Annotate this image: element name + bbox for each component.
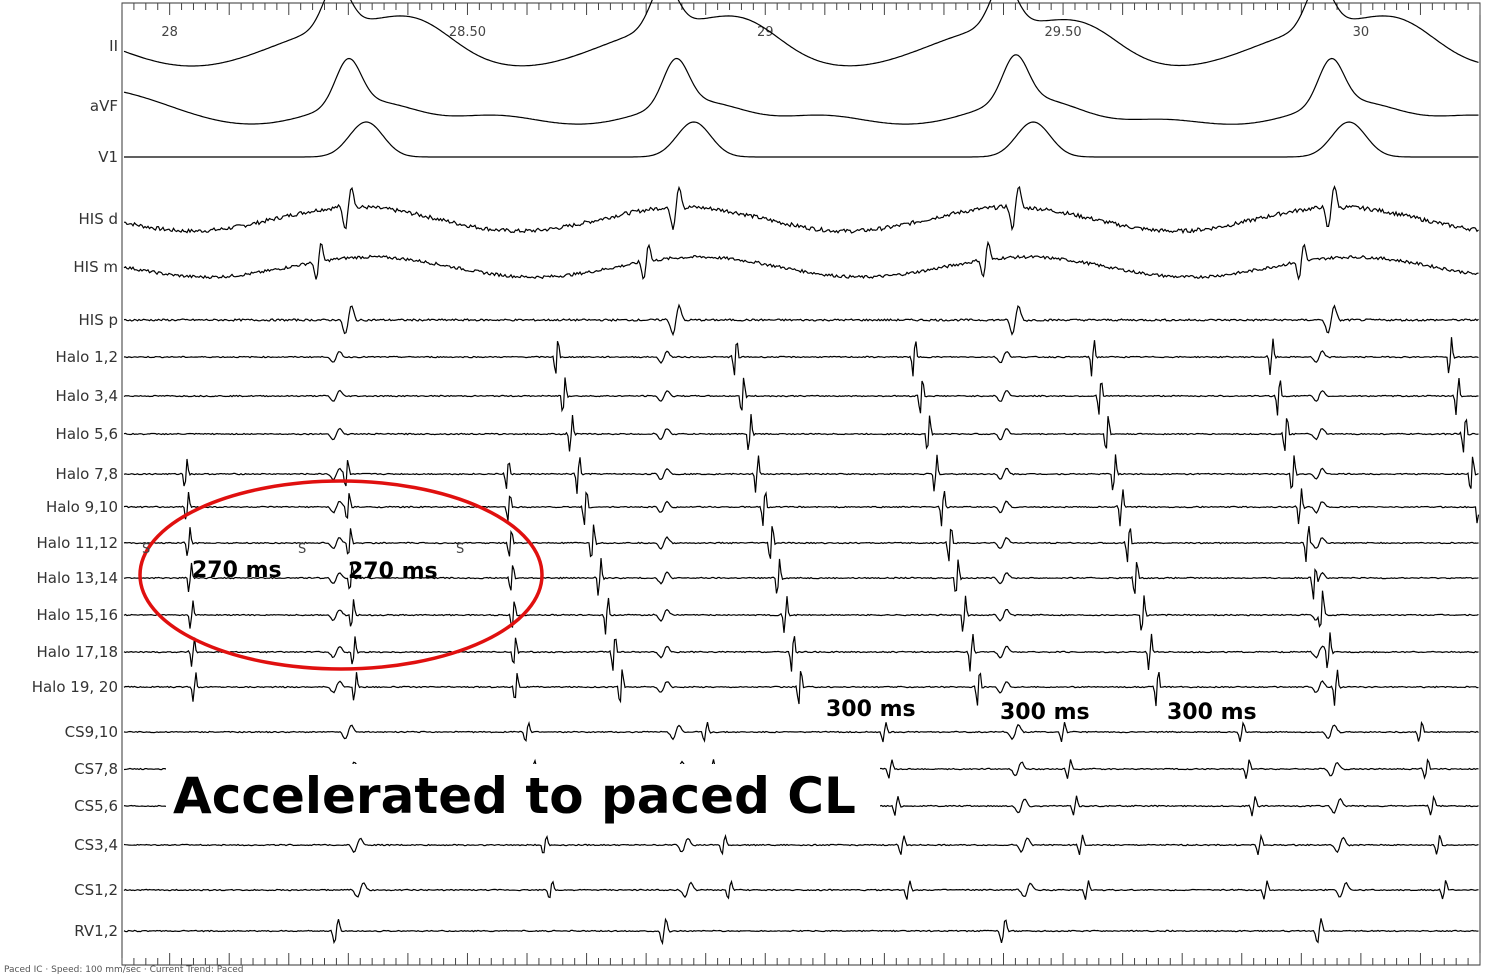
trace-halo-15-16 (123, 590, 1479, 635)
channel-label: CS9,10 (65, 723, 118, 741)
channel-label: Halo 3,4 (56, 387, 118, 405)
time-tick-label: 30 (1353, 25, 1370, 40)
interval-label-1: 270 ms (192, 558, 282, 583)
trace-v1 (124, 121, 1479, 158)
channel-label: CS1,2 (74, 881, 118, 899)
trace-halo-11-12 (123, 524, 1479, 563)
channel-label: RV1,2 (74, 922, 118, 940)
trace-halo-5-6 (123, 414, 1479, 453)
trace-his-p (123, 303, 1479, 337)
channel-label: Halo 11,12 (36, 534, 118, 552)
signal-traces (123, 0, 1480, 946)
stim-label-2: S (298, 542, 306, 557)
channel-label: Halo 7,8 (56, 465, 118, 483)
channel-label: HIS m (73, 258, 118, 276)
time-axis: 28 28.50 29 29.50 30 (121, 3, 1481, 965)
channel-label: aVF (90, 97, 118, 115)
trace-ii (123, 0, 1479, 67)
annotations: 270 ms 270 ms 300 ms 300 ms 300 ms Accel… (138, 479, 1257, 826)
trace-rv1-2 (123, 917, 1479, 946)
time-tick-label: 29.50 (1044, 25, 1081, 40)
trace-avf (123, 54, 1479, 125)
interval-label-2: 270 ms (348, 559, 438, 584)
interval-label-3: 300 ms (826, 697, 916, 722)
channel-label: Halo 15,16 (36, 606, 118, 624)
channel-label: Halo 13,14 (36, 569, 118, 587)
stim-label-3: S (456, 542, 464, 557)
time-tick-label: 29 (757, 25, 774, 40)
channel-label: Halo 17,18 (36, 643, 118, 661)
channel-label: HIS p (78, 311, 118, 329)
channel-label: CS5,6 (74, 797, 118, 815)
trace-cs1-2 (123, 879, 1479, 900)
channel-label: Halo 1,2 (56, 348, 118, 366)
channel-label: CS7,8 (74, 760, 118, 778)
interval-label-5: 300 ms (1167, 700, 1257, 725)
paced-beats-highlight-ellipse (138, 479, 544, 671)
trace-halo-19-20 (123, 669, 1479, 707)
trace-halo-9-10 (123, 488, 1480, 527)
channel-label: CS3,4 (74, 836, 118, 854)
main-annotation: Accelerated to paced CL (173, 767, 856, 825)
trace-halo-7-8 (123, 454, 1479, 494)
trace-cs3-4 (123, 833, 1479, 856)
channel-label: Halo 9,10 (46, 498, 118, 516)
channel-label: II (109, 37, 118, 55)
channel-label: HIS d (78, 210, 118, 228)
main-annotation-background (166, 764, 880, 826)
time-tick-label: 28.50 (449, 25, 486, 40)
channel-label: Halo 5,6 (56, 425, 118, 443)
trace-his-d (123, 185, 1479, 235)
stim-label-1: S (142, 542, 150, 557)
trace-halo-3-4 (123, 377, 1479, 416)
time-tick-label: 28 (161, 25, 178, 40)
trace-his-m (123, 240, 1479, 281)
footer-text: Paced IC · Speed: 100 mm/sec · Current T… (4, 965, 244, 975)
trace-halo-13-14 (123, 558, 1479, 600)
trace-cs9-10 (123, 720, 1479, 743)
channel-label: V1 (98, 148, 118, 166)
interval-label-4: 300 ms (1000, 700, 1090, 725)
channel-label: Halo 19, 20 (32, 678, 118, 696)
trace-halo-17-18 (123, 632, 1479, 672)
trace-halo-1-2 (123, 337, 1479, 377)
